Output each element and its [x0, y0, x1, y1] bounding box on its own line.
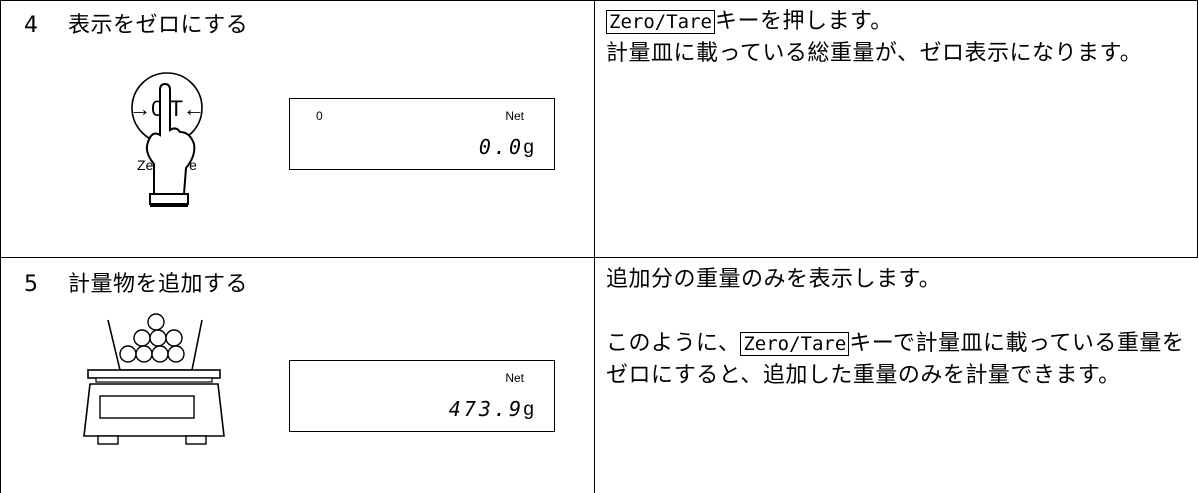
- step-number: 4: [24, 13, 39, 38]
- weight-value: 473.9: [448, 397, 524, 421]
- weight-unit: g: [523, 399, 534, 420]
- table-left-border: [0, 0, 1, 493]
- zero-tare-key-label: Zero/Tare: [740, 332, 850, 356]
- balance-display-net-weight: Net 473.9 g: [289, 360, 555, 432]
- step-title: 表示をゼロにする: [68, 13, 249, 38]
- description-line-1: 追加分の重量のみを表示します。: [606, 267, 942, 292]
- hand-pressing-zero-tare-key-icon: →0/T← Zero/Tare: [110, 60, 230, 220]
- step-5-heading: 5 計量物を追加する: [24, 266, 248, 298]
- net-indicator: Net: [505, 371, 524, 385]
- table-column-divider: [594, 0, 595, 493]
- table-row-divider: [0, 257, 1198, 258]
- balance-with-added-items-icon: [70, 308, 230, 458]
- weight-value: 0.0: [478, 135, 524, 159]
- description-line-2: 計量皿に載っている総重量が、ゼロ表示になります。: [606, 41, 1143, 66]
- weight-unit: g: [523, 137, 534, 158]
- step-title: 計量物を追加する: [68, 272, 249, 297]
- table-top-border: [0, 0, 1198, 1]
- step-number: 5: [24, 272, 39, 297]
- zero-tare-key-label: Zero/Tare: [606, 10, 715, 34]
- balance-display-zeroed: 0 Net 0.0 g: [289, 98, 555, 170]
- zero-indicator: 0: [316, 109, 323, 123]
- net-indicator: Net: [505, 109, 524, 123]
- description-spacer: [606, 296, 1191, 328]
- step-4-heading: 4 表示をゼロにする: [24, 7, 248, 39]
